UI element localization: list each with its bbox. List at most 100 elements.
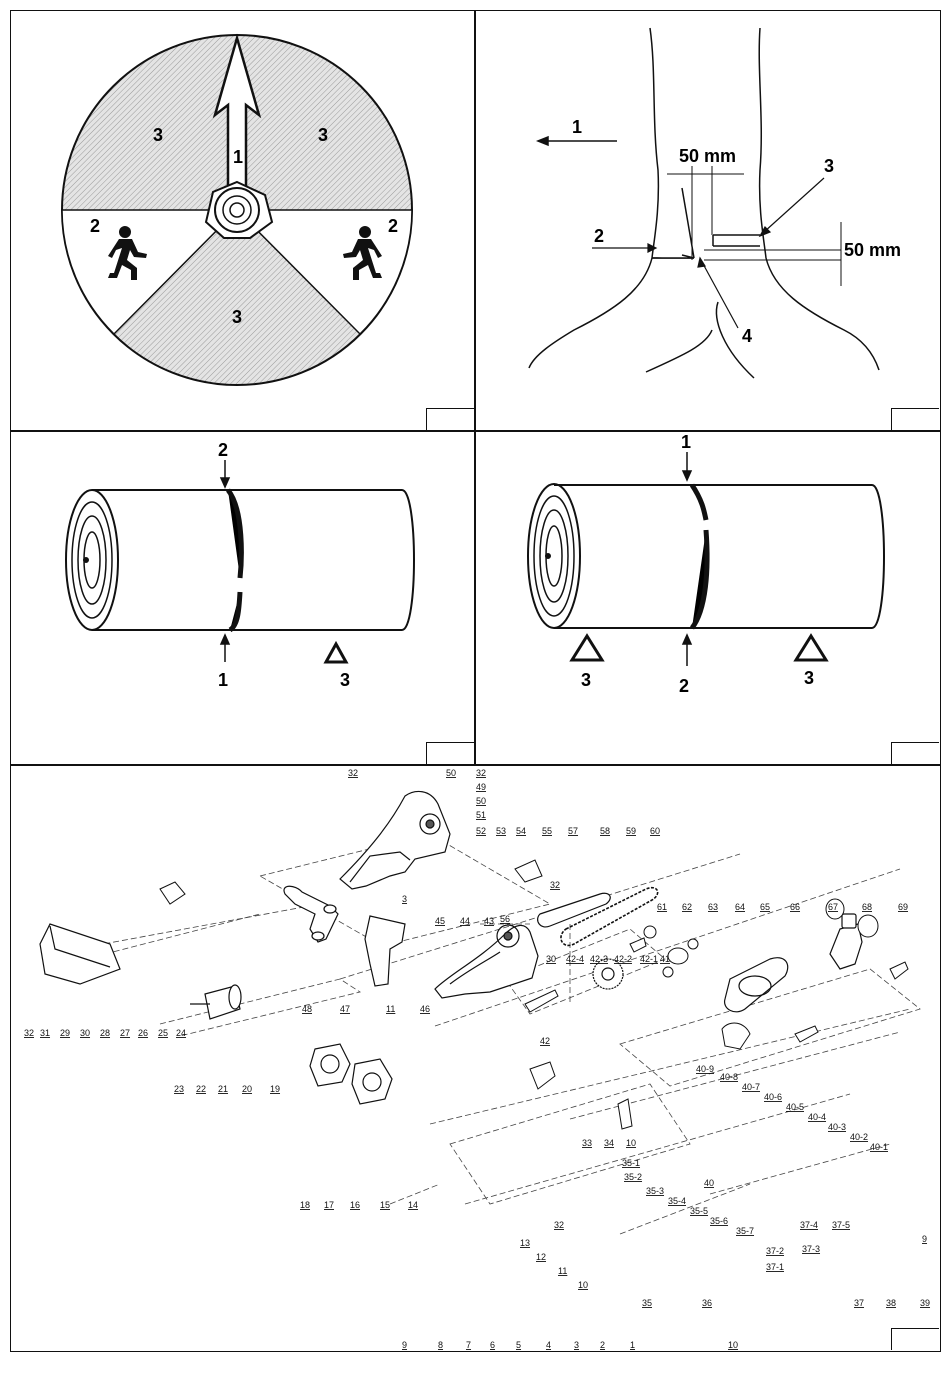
part-number-label: 50 xyxy=(446,768,456,778)
part-number-label: 63 xyxy=(708,902,718,912)
part-number-label: 9 xyxy=(402,1340,407,1350)
page-tab xyxy=(891,1328,939,1350)
dimension-vertical: 50 mm xyxy=(844,240,901,260)
part-number-label: 45 xyxy=(435,916,445,926)
label-hinge: 4 xyxy=(742,326,752,346)
part-number-label: 48 xyxy=(302,1004,312,1014)
part-number-label: 32 xyxy=(24,1028,34,1038)
part-number-label: 2 xyxy=(600,1340,605,1350)
guide-bar-part xyxy=(537,892,611,928)
label-support: 3 xyxy=(581,670,591,690)
part-number-label: 8 xyxy=(438,1340,443,1350)
direction-arrow xyxy=(535,135,617,147)
panel-felling-zone xyxy=(10,10,476,432)
part-number-label: 35-4 xyxy=(668,1196,686,1206)
part-number-label: 58 xyxy=(600,826,610,836)
part-number-label: 39 xyxy=(920,1298,930,1308)
panel-log-support-one xyxy=(10,430,476,766)
part-number-label: 27 xyxy=(120,1028,130,1038)
part-number-label: 10 xyxy=(728,1340,738,1350)
part-number-label: 3 xyxy=(402,894,407,904)
panel-log-support-two xyxy=(474,430,941,766)
part-number-label: 60 xyxy=(650,826,660,836)
support-triangle xyxy=(569,633,829,662)
part-number-label: 13 xyxy=(520,1238,530,1248)
part-number-label: 15 xyxy=(380,1200,390,1210)
panel-exploded-view xyxy=(10,764,941,1352)
part-number-label: 17 xyxy=(324,1200,334,1210)
part-number-label: 37-4 xyxy=(800,1220,818,1230)
part-number-label: 49 xyxy=(476,782,486,792)
part-number-label: 37 xyxy=(854,1298,864,1308)
part-number-label: 35-1 xyxy=(622,1158,640,1168)
log-cylinder xyxy=(527,483,885,629)
label-sector: 3 xyxy=(318,125,328,145)
part-number-label: 69 xyxy=(898,902,908,912)
part-number-label: 35-6 xyxy=(710,1216,728,1226)
label-bottom-mark: 2 xyxy=(679,676,689,696)
part-number-label: 5 xyxy=(516,1340,521,1350)
part-number-label: 40-7 xyxy=(742,1082,760,1092)
part-number-label: 42-3 xyxy=(590,954,608,964)
label-sector: 3 xyxy=(232,307,242,327)
label-top-mark: 1 xyxy=(681,432,691,452)
part-number-label: 21 xyxy=(218,1084,228,1094)
label-back-cut: 3 xyxy=(824,156,834,176)
part-number-label: 35-7 xyxy=(736,1226,754,1236)
dimension-lines xyxy=(667,166,842,286)
part-number-label: 32 xyxy=(348,768,358,778)
figure-felling-zone: 1 3 3 3 2 2 xyxy=(10,10,476,432)
part-number-label: 40-9 xyxy=(696,1064,714,1074)
part-number-label: 14 xyxy=(408,1200,418,1210)
part-number-label: 30 xyxy=(546,954,556,964)
part-number-label: 37-2 xyxy=(766,1246,784,1256)
oil-tank-part xyxy=(829,913,863,970)
part-number-label: 40-6 xyxy=(764,1092,782,1102)
armature-part xyxy=(190,984,242,1020)
housing-lower-part xyxy=(434,924,539,999)
label-arrow: 1 xyxy=(233,147,243,167)
support-triangle xyxy=(323,640,349,664)
part-number-label: 40-2 xyxy=(850,1132,868,1142)
part-number-label: 65 xyxy=(760,902,770,912)
part-number-label: 35-5 xyxy=(690,1206,708,1216)
part-number-label: 43 xyxy=(484,916,494,926)
front-handle-part xyxy=(283,885,339,943)
part-number-label: 11 xyxy=(558,1266,567,1276)
part-number-label: 64 xyxy=(735,902,745,912)
dimension-horizontal: 50 mm xyxy=(679,146,736,166)
part-number-label: 67 xyxy=(828,902,838,912)
cut-line xyxy=(225,488,244,633)
part-number-label: 29 xyxy=(60,1028,70,1038)
part-number-label: 42 xyxy=(540,1036,550,1046)
part-number-label: 47 xyxy=(340,1004,350,1014)
part-number-label: 25 xyxy=(158,1028,168,1038)
label-notch: 2 xyxy=(594,226,604,246)
part-number-label: 50 xyxy=(476,796,486,806)
log-cylinder xyxy=(65,489,415,631)
motor-housing-part xyxy=(39,923,121,985)
part-number-label: 31 xyxy=(40,1028,50,1038)
part-number-label: 35-2 xyxy=(624,1172,642,1182)
housing-upper-part xyxy=(339,790,451,890)
part-number-label: 24 xyxy=(176,1028,186,1038)
part-number-label: 38 xyxy=(886,1298,896,1308)
part-number-label: 7 xyxy=(466,1340,471,1350)
stump-icon xyxy=(204,180,274,239)
part-number-label: 10 xyxy=(626,1138,636,1148)
back-cut xyxy=(712,234,760,247)
part-number-label: 42-2 xyxy=(614,954,632,964)
part-number-label: 28 xyxy=(100,1028,110,1038)
part-number-label: 35 xyxy=(642,1298,652,1308)
label-sector: 3 xyxy=(153,125,163,145)
part-number-label: 42-4 xyxy=(566,954,584,964)
part-number-label: 40-5 xyxy=(786,1102,804,1112)
mark-arrows xyxy=(681,452,693,666)
part-number-label: 68 xyxy=(862,902,872,912)
part-number-label: 30 xyxy=(80,1028,90,1038)
part-number-label: 59 xyxy=(626,826,636,836)
label-direction: 1 xyxy=(572,117,582,137)
part-number-label: 18 xyxy=(300,1200,310,1210)
label-top-mark: 2 xyxy=(218,440,228,460)
